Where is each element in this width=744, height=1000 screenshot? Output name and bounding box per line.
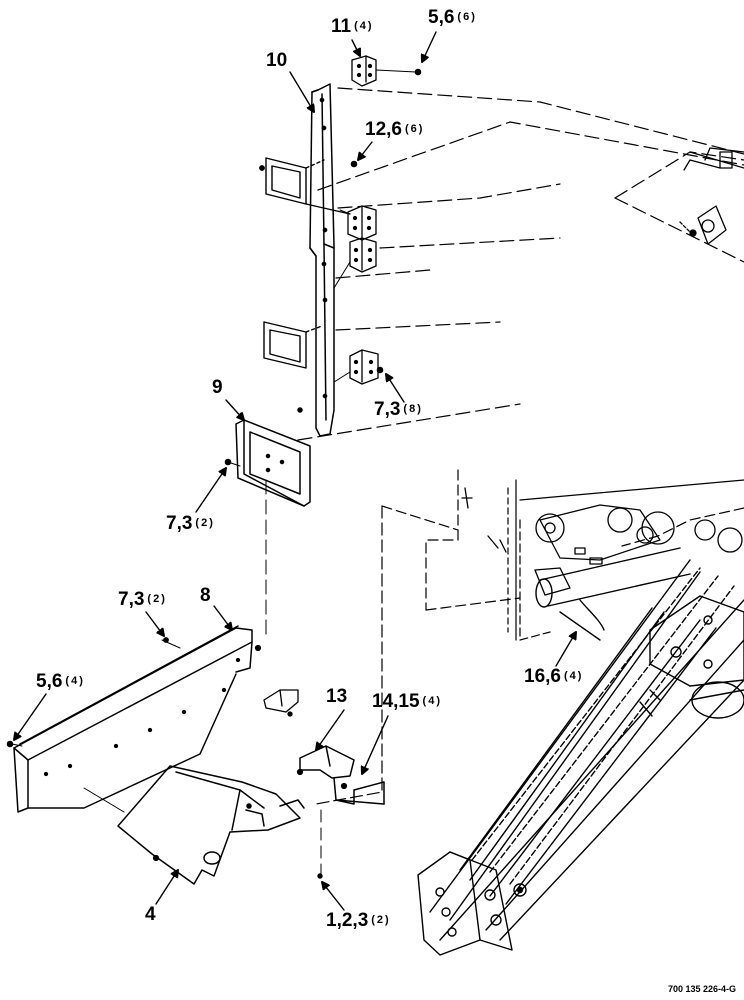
leader-5-6-top [422, 31, 437, 62]
callout-label: 9 [212, 377, 223, 398]
vertical-channel-part-10 [297, 83, 335, 437]
drive-tube [535, 547, 691, 641]
leader-8 [213, 605, 232, 630]
side-panel-part-8 [13, 625, 253, 813]
shield-part-4 [117, 765, 305, 885]
callout-qty: (4) [563, 670, 584, 682]
callout-13: 13 [326, 687, 350, 706]
callout-label: 10 [266, 50, 288, 71]
callout-label: 7,3 [118, 589, 145, 610]
callout-label: 5,6 [428, 7, 455, 28]
callout-label: 16,6 [524, 666, 561, 687]
callout-8: 8 [200, 586, 214, 605]
middle-plate [263, 321, 323, 369]
callout-7-3-upper: 7,3(8) [374, 400, 423, 419]
callout-qty: (4) [422, 695, 442, 707]
leader-10 [289, 71, 314, 112]
callout-qty: (2) [371, 914, 391, 926]
assembly-lines [11, 69, 417, 881]
callout-4: 4 [145, 905, 159, 924]
leader-14-15 [362, 715, 389, 774]
small-shield-part-13 [299, 745, 385, 805]
angle-bracket-upper [347, 205, 377, 241]
leader-4 [155, 870, 178, 905]
callout-7-3-lower: 7,3(2) [118, 590, 167, 609]
callout-10: 10 [266, 51, 290, 70]
callout-qty: (2) [147, 593, 167, 605]
leader-1-2-3 [322, 882, 345, 911]
hitch-tongue [417, 559, 744, 956]
callout-5-6-left: 5,6(4) [36, 672, 85, 691]
callout-9: 9 [212, 378, 226, 397]
callout-label: 1,2,3 [326, 910, 369, 931]
callout-7-3-middle: 7,3(2) [166, 514, 215, 533]
callout-label: 5,6 [36, 671, 63, 692]
callout-label: 8 [200, 585, 211, 606]
leader-9 [225, 399, 244, 420]
leader-7-3-middle [195, 468, 226, 513]
callout-qty: (6) [457, 11, 477, 23]
callout-label: 7,3 [374, 399, 401, 420]
callout-qty: (8) [403, 403, 423, 415]
callout-label: 11 [331, 16, 352, 37]
gearbox [461, 479, 744, 596]
leader-12-6 [358, 141, 373, 160]
callout-qty: (2) [195, 517, 215, 529]
callout-5-6-top: 5,6(6) [428, 8, 477, 27]
leader-7-3-upper [386, 374, 405, 403]
leader-13 [316, 709, 345, 750]
callout-qty: (6) [404, 123, 425, 135]
callout-1-2-3: 1,2,3(2) [326, 911, 391, 930]
callout-label: 12,6 [365, 119, 402, 140]
callout-12-6: 12,6(6) [365, 120, 424, 139]
angle-bracket-middle [349, 237, 377, 273]
upper-plate [265, 157, 351, 215]
leader-11 [351, 39, 360, 56]
machine-frame [679, 147, 744, 245]
callout-16-6: 16,6(4) [524, 667, 583, 686]
callout-qty: (4) [354, 20, 374, 32]
callout-label: 14,15 [372, 691, 420, 712]
leader-16-6 [555, 632, 576, 667]
callout-14-15: 14,15(4) [372, 692, 442, 711]
angle-bracket-lower [349, 349, 379, 385]
callout-label: 7,3 [166, 513, 193, 534]
angle-bracket-top [351, 55, 377, 87]
document-number: 700 135 226-4-G [667, 984, 736, 994]
machine-body-outline [297, 87, 744, 441]
leader-5-6-left [14, 693, 47, 740]
callout-qty: (4) [65, 675, 85, 687]
callout-label: 13 [326, 686, 348, 707]
callout-label: 4 [145, 904, 156, 925]
callout-11: 11(4) [331, 17, 374, 36]
small-bracket [263, 689, 299, 717]
leader-7-3-lower [145, 611, 164, 636]
